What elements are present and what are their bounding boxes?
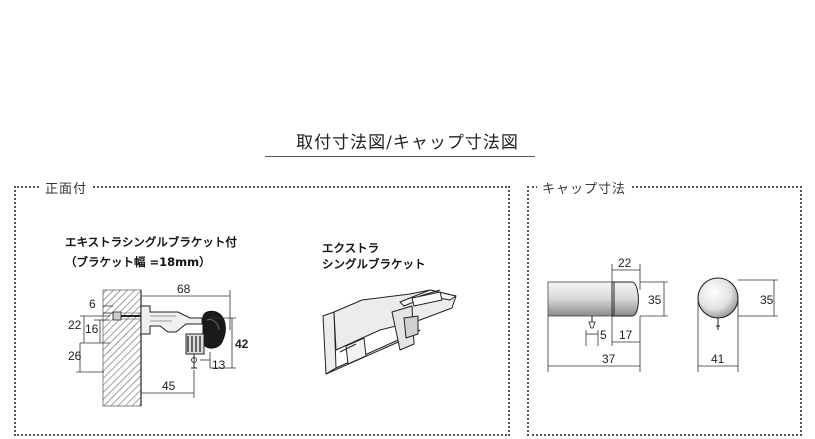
cap-dim-length: 37 bbox=[602, 352, 616, 366]
cap-dim-diameter: 41 bbox=[711, 352, 725, 366]
product-caption-line2: シングルブラケット bbox=[322, 257, 426, 271]
bracket-caption-line1: エキストラシングルブラケット付 bbox=[65, 235, 237, 249]
cap-dimension-panel bbox=[527, 186, 802, 436]
cap-dim-top: 22 bbox=[618, 256, 632, 270]
dim-left-outer: 22 bbox=[68, 318, 82, 332]
cap-dim-screw: 5 bbox=[600, 328, 607, 342]
screw-icon bbox=[112, 311, 141, 321]
dim-lower: 26 bbox=[68, 349, 82, 363]
cap-front-dimension-lines bbox=[697, 279, 778, 372]
dim-height: 42 bbox=[235, 337, 249, 351]
front-dimension-lines bbox=[76, 290, 236, 398]
bracket-3d-illustration bbox=[322, 289, 457, 375]
page-title: 取付寸法図/キャップ寸法図 bbox=[296, 133, 519, 153]
wall-hatch bbox=[102, 289, 142, 407]
title-underline bbox=[265, 156, 535, 157]
cap-dim-inner: 17 bbox=[619, 328, 633, 342]
cap-dim-front-height: 35 bbox=[760, 293, 774, 307]
cap-front-view bbox=[697, 277, 739, 330]
cap-dimension-label: キャップ寸法 bbox=[537, 178, 632, 197]
bracket-caption-line2: （ブラケット幅 =18mm） bbox=[65, 255, 211, 269]
cap-side-dimension-lines bbox=[547, 264, 668, 372]
dim-width: 68 bbox=[177, 282, 191, 296]
cap-dim-side-height: 35 bbox=[648, 293, 662, 307]
dim-small: 13 bbox=[212, 358, 226, 372]
dim-left-inner: 16 bbox=[85, 322, 99, 336]
front-mount-panel bbox=[14, 186, 510, 436]
product-caption-line1: エクストラ bbox=[322, 241, 379, 255]
front-mount-label: 正面付 bbox=[40, 178, 93, 197]
bracket-profile bbox=[140, 305, 226, 369]
dim-top-offset: 6 bbox=[89, 297, 96, 311]
cap-side-view bbox=[547, 281, 639, 329]
dim-bottom: 45 bbox=[162, 379, 176, 393]
